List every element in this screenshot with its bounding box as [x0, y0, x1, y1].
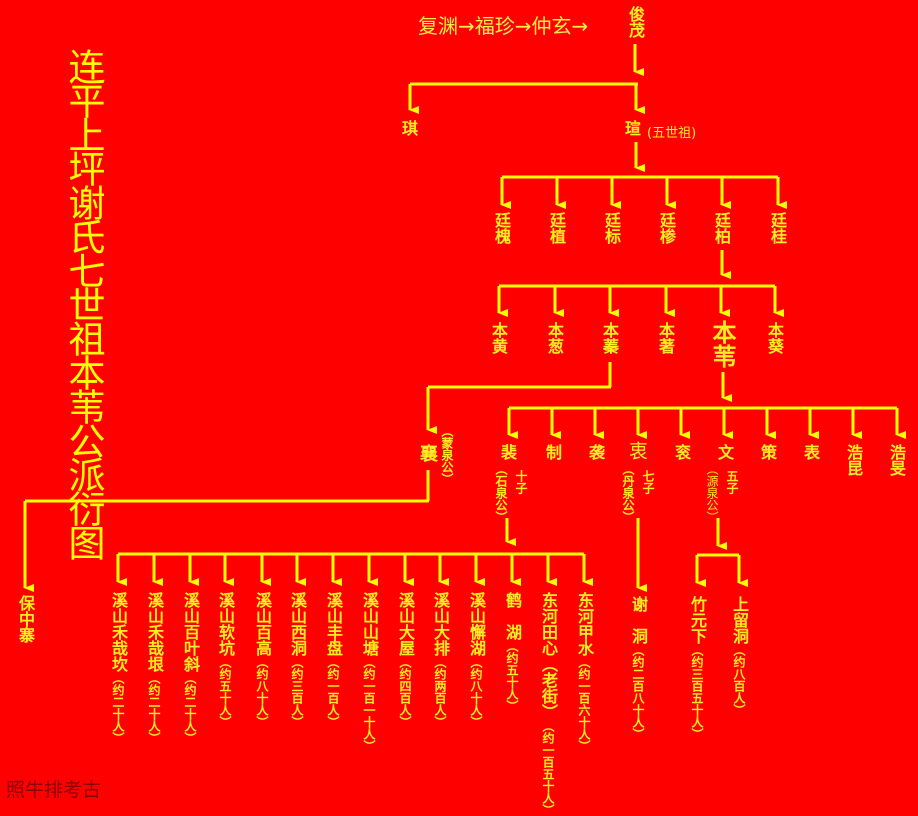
node-gen4: 本著 [656, 322, 675, 354]
node-gen5-note: （石泉公） [494, 463, 508, 523]
node-junmao: 俊茂 [626, 6, 645, 38]
village-item: 溪山懈湖（约八十人） [467, 592, 486, 728]
node-gen3: 廷标 [602, 212, 621, 244]
node-gen3: 廷桂 [768, 212, 787, 244]
node-gen4: 本黄 [489, 322, 508, 354]
node-gen5: 裴 [498, 444, 517, 460]
node-xuan: 瑄 [625, 119, 642, 138]
village-item: 上留洞（约八百人） [730, 596, 749, 716]
node-qi: 琪 [402, 119, 419, 138]
node-gen3: 廷柏 [712, 212, 731, 244]
node-xuan-note: (五世祖) [647, 126, 697, 141]
node-baozhongzhai: 保中寨 [16, 595, 35, 643]
node-gen3: 廷椮 [657, 212, 676, 244]
node-gen5-sons: 十子 [514, 470, 528, 494]
lineage-chain: 复渊→福珍→仲玄→ [418, 14, 589, 38]
village-item: 谢 洞（约二百八十人） [629, 596, 648, 740]
node-gen5-sons: 七子 [641, 470, 655, 494]
village-item: 竹元下（约三百五十人） [688, 596, 707, 740]
node-benwei: 本苇 [708, 320, 736, 368]
node-gen5-sons: 五子 [725, 470, 739, 494]
village-item: 溪山山塘（约一百一十人） [360, 592, 379, 752]
credit-watermark: 照牛排考古 [6, 779, 102, 801]
node-gen5: 袭 [586, 444, 605, 460]
node-gen3: 廷槐 [492, 212, 511, 244]
node-gen4: 本葱 [545, 322, 564, 354]
village-item: 溪山百高（约八十人） [253, 592, 272, 728]
node-gen5: 衮 [672, 444, 691, 460]
village-item: 东河田心（老街）（约一百五十人） [539, 592, 558, 816]
village-item: 溪山软坑（约五十人） [216, 592, 235, 728]
village-item: 东河甲水（约一百六十人） [575, 592, 594, 752]
village-item: 溪山丰盘（约一百人） [324, 592, 343, 728]
village-item: 鹤 湖（约五十人） [503, 592, 522, 712]
node-gen4: 本蓁 [600, 322, 619, 354]
node-gen5: 浩昆 [844, 444, 863, 476]
node-gen5: 衷 [626, 441, 648, 460]
node-gen5-note: （源泉公） [705, 463, 719, 523]
village-item: 溪山禾哉垠（约二十人） [145, 592, 164, 744]
node-xiang-note: （蒙泉公） [440, 425, 454, 485]
node-gen5-note: （丹泉公） [621, 463, 635, 523]
village-item: 溪山百叶斜（约二十人） [181, 592, 200, 744]
node-gen5: 策 [758, 444, 777, 460]
node-gen5: 文 [715, 444, 734, 460]
village-item: 溪山大屋（约四百人） [396, 592, 415, 728]
node-xiang: 襄 [417, 444, 438, 462]
village-item: 溪山大排（约两百人） [431, 592, 450, 728]
node-gen5: 制 [543, 444, 562, 460]
node-gen4: 本葵 [765, 322, 784, 354]
node-gen5: 表 [801, 444, 820, 460]
village-item: 溪山禾哉坎（约二十人） [109, 592, 128, 744]
village-item: 溪山西洞（约三百人） [288, 592, 307, 728]
chart-title: 连平上坪谢氏七世祖本苇公派衍图 [62, 48, 105, 558]
node-gen5: 浩旻 [887, 444, 906, 476]
node-gen3: 廷植 [547, 212, 566, 244]
